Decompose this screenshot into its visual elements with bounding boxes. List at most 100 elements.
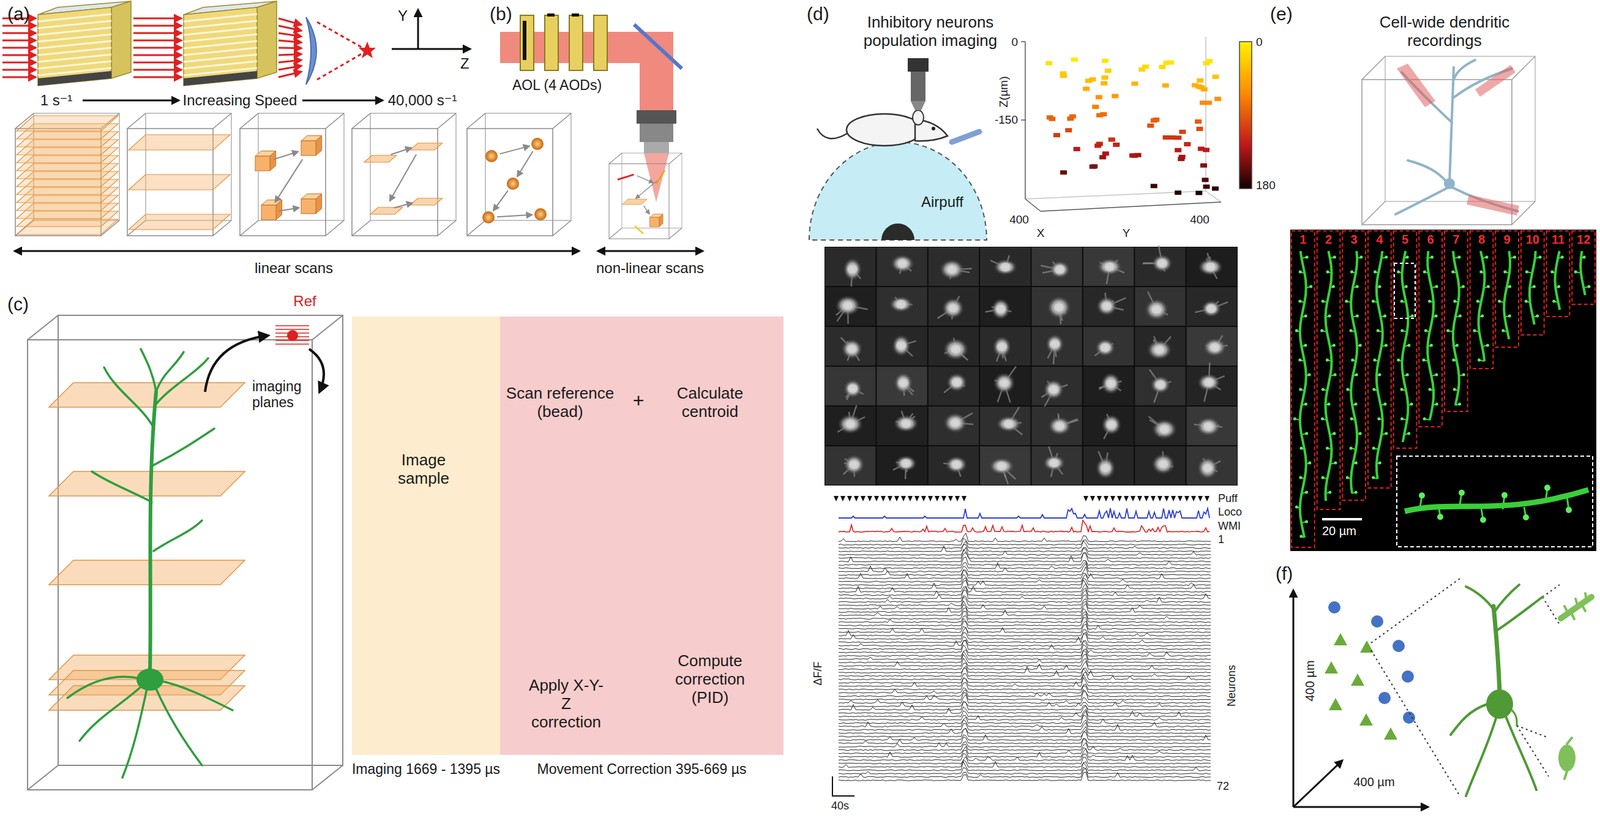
spine-head: [1321, 476, 1325, 480]
neuron-trace: [838, 566, 1211, 576]
step-label: Apply X-Y-Z correction: [525, 676, 607, 732]
cell-position: [1112, 142, 1120, 147]
cell-soma: [1197, 456, 1219, 480]
scan-jump: [279, 207, 299, 211]
spine-head: [1535, 314, 1539, 318]
dendrite: [1555, 250, 1561, 310]
neuron-trace: [838, 756, 1211, 764]
spine-head: [1476, 299, 1480, 303]
scan-line: [617, 174, 635, 180]
spine-head: [1446, 329, 1450, 333]
spine-head: [1333, 255, 1337, 259]
puff-marker: [1150, 495, 1156, 502]
spine-head: [1400, 299, 1404, 303]
speed-arrows: [14, 250, 580, 253]
spine-head: [1321, 388, 1325, 392]
spine-head: [1404, 285, 1408, 289]
scan-cube: [15, 113, 120, 236]
neuron-trace: [838, 544, 1211, 553]
neuron-trace: [838, 759, 1211, 767]
population-axes: [1292, 590, 1295, 807]
single-neuron: [1450, 703, 1488, 735]
neuron-trace: [838, 552, 1211, 562]
aol-beam: [500, 13, 682, 202]
cell-3d: [1449, 67, 1454, 184]
zoom-lines: [1371, 650, 1460, 796]
strip-number: 4: [1375, 232, 1383, 247]
cell-3d: [1407, 160, 1449, 184]
puff-marker: [874, 495, 879, 502]
cell-position: [1205, 100, 1212, 105]
spine-head: [1372, 388, 1376, 392]
dimension-label: 400 µm: [1353, 774, 1395, 789]
spine-head: [1355, 314, 1359, 318]
neuron-trace: [838, 632, 1211, 643]
mini-cube: [301, 140, 316, 156]
aol-beam: [522, 20, 527, 60]
treadmill-mouse: [907, 58, 929, 72]
puff-marker: [927, 495, 933, 502]
scan-plane: [128, 214, 231, 230]
dendrite: [1427, 250, 1434, 420]
spine-head: [1325, 358, 1329, 362]
neuron-trace: [838, 631, 1211, 640]
dendrite: [1478, 250, 1485, 362]
cell-core: [997, 342, 1007, 351]
cell-soma: [993, 372, 1015, 393]
cell-tile: [979, 366, 1031, 406]
scale-label: 20 µm: [1322, 523, 1357, 539]
scan-cube: [239, 113, 344, 236]
cell-core: [842, 301, 853, 310]
cell-position: [1060, 71, 1067, 76]
puff-marker: [880, 495, 886, 502]
spine-head: [1422, 358, 1426, 362]
spine-head: [1295, 505, 1299, 509]
strip-number: 3: [1350, 232, 1358, 247]
neuron-trace: [838, 742, 1211, 751]
cell-tile: [825, 326, 876, 366]
spine-head: [1308, 373, 1312, 377]
spine-head: [1484, 255, 1488, 259]
cell-core: [1049, 458, 1059, 468]
spine-head: [1524, 299, 1528, 303]
plane-label: imaging planes: [252, 378, 308, 411]
single-neuron: [1558, 744, 1576, 772]
puff-marker: [1184, 495, 1190, 502]
aol-beam: [571, 13, 580, 17]
spine-head: [1582, 255, 1586, 259]
beam-ray: [278, 33, 302, 37]
cell-position: [1048, 116, 1056, 122]
cell-3d: [1511, 56, 1536, 80]
cell-position: [1085, 78, 1092, 84]
cell-position: [1094, 143, 1102, 149]
cell-core: [951, 460, 962, 469]
cell-tile: [876, 366, 927, 406]
dendrite: [1580, 250, 1586, 296]
puff-marker: [833, 495, 839, 502]
spine-head: [1477, 358, 1481, 362]
spine-head: [1574, 270, 1578, 274]
stimulus-label: Airpuff: [921, 193, 964, 211]
strip-outline: [1470, 230, 1494, 369]
beam-ray: [133, 61, 182, 64]
neuron-trace: [838, 661, 1211, 670]
imaging-planes: [48, 471, 245, 496]
scan-type: linear scans: [254, 259, 333, 277]
puff-marker: [1204, 495, 1210, 502]
cell-position: [1095, 94, 1103, 100]
treadmill-mouse: [910, 71, 926, 101]
aol-beam: [569, 15, 583, 71]
cell-core: [847, 384, 858, 393]
mini-cube: [315, 194, 322, 214]
spine-head: [1309, 285, 1313, 289]
scan-jump: [273, 151, 298, 160]
prism-layer: [37, 41, 112, 49]
cell-soma: [1096, 258, 1122, 276]
neuron-trace: [838, 665, 1211, 674]
cell-soma: [946, 372, 968, 392]
treadmill-mouse: [931, 126, 936, 131]
stage-heading: Imaging 1669 - 1395 µs: [351, 760, 501, 777]
spine-head: [1513, 255, 1517, 259]
strip-number: 5: [1401, 232, 1409, 247]
